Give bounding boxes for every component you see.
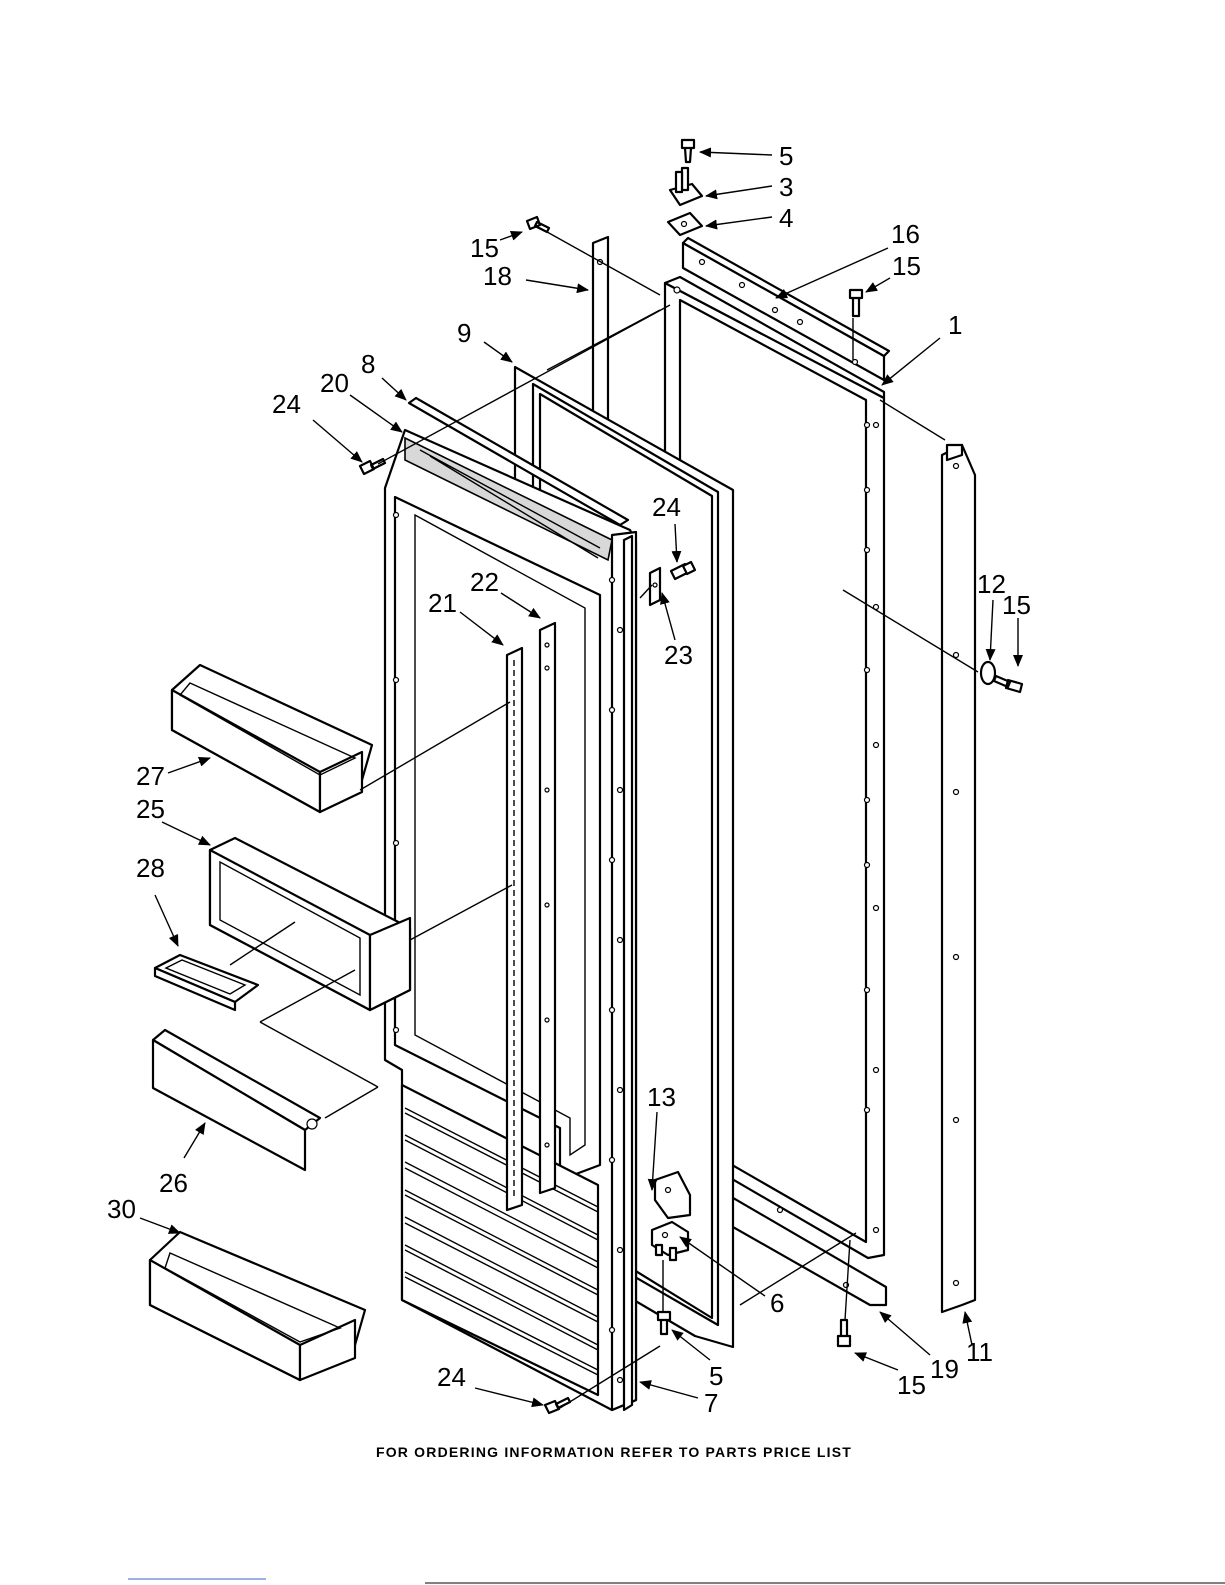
callout-13: 13 (647, 1082, 676, 1112)
part-4-hinge-shim (668, 213, 702, 235)
callout-5-bottom: 5 (709, 1361, 723, 1391)
callout-19: 19 (930, 1354, 959, 1384)
callout-26: 26 (159, 1168, 188, 1198)
part-7-edge-strip (624, 536, 632, 1410)
callout-21: 21 (428, 588, 457, 618)
callout-28: 28 (136, 853, 165, 883)
part-30-door-bin (150, 1232, 365, 1380)
part-11-side-trim (942, 445, 975, 1312)
footer-note: FOR ORDERING INFORMATION REFER TO PARTS … (376, 1444, 852, 1460)
callout-23: 23 (664, 640, 693, 670)
callout-15-right: 15 (1002, 590, 1031, 620)
screw-icon (981, 662, 1022, 692)
callout-24-middle: 24 (652, 492, 681, 522)
screw-icon (360, 459, 385, 474)
screw-icon (838, 1320, 850, 1346)
part-28-butter-dish (155, 955, 258, 1010)
callout-4: 4 (779, 203, 793, 233)
callout-20: 20 (320, 368, 349, 398)
callout-30: 30 (107, 1194, 136, 1224)
callout-8: 8 (361, 349, 375, 379)
part-27-door-bin (172, 665, 372, 812)
part-3-upper-hinge (670, 168, 702, 205)
callout-18: 18 (483, 261, 512, 291)
callout-22: 22 (470, 567, 499, 597)
part-26-dairy-door (153, 1030, 320, 1170)
callout-5-top: 5 (779, 141, 793, 171)
callout-24-top-left: 24 (272, 389, 301, 419)
screw-icon (658, 1312, 670, 1334)
callout-27: 27 (136, 761, 165, 791)
callout-6: 6 (770, 1288, 784, 1318)
page-edge-lines (128, 1579, 1225, 1583)
callout-16: 16 (891, 219, 920, 249)
screw-icon (545, 1398, 570, 1413)
screw-icon (527, 217, 549, 232)
callout-15-top-left: 15 (470, 233, 499, 263)
part-21-shelf-rail (507, 648, 522, 1210)
callout-15-bottom: 15 (897, 1370, 926, 1400)
callout-3: 3 (779, 172, 793, 202)
callout-1: 1 (948, 310, 962, 340)
callout-7: 7 (704, 1388, 718, 1418)
callout-9: 9 (457, 318, 471, 348)
part-22-shelf-rail (540, 623, 555, 1193)
callout-25: 25 (136, 794, 165, 824)
screw-icon (682, 140, 694, 162)
callout-11: 11 (966, 1337, 993, 1367)
screw-icon (850, 290, 862, 316)
callout-24-bottom: 24 (437, 1362, 466, 1392)
callout-15-top-right: 15 (892, 251, 921, 281)
